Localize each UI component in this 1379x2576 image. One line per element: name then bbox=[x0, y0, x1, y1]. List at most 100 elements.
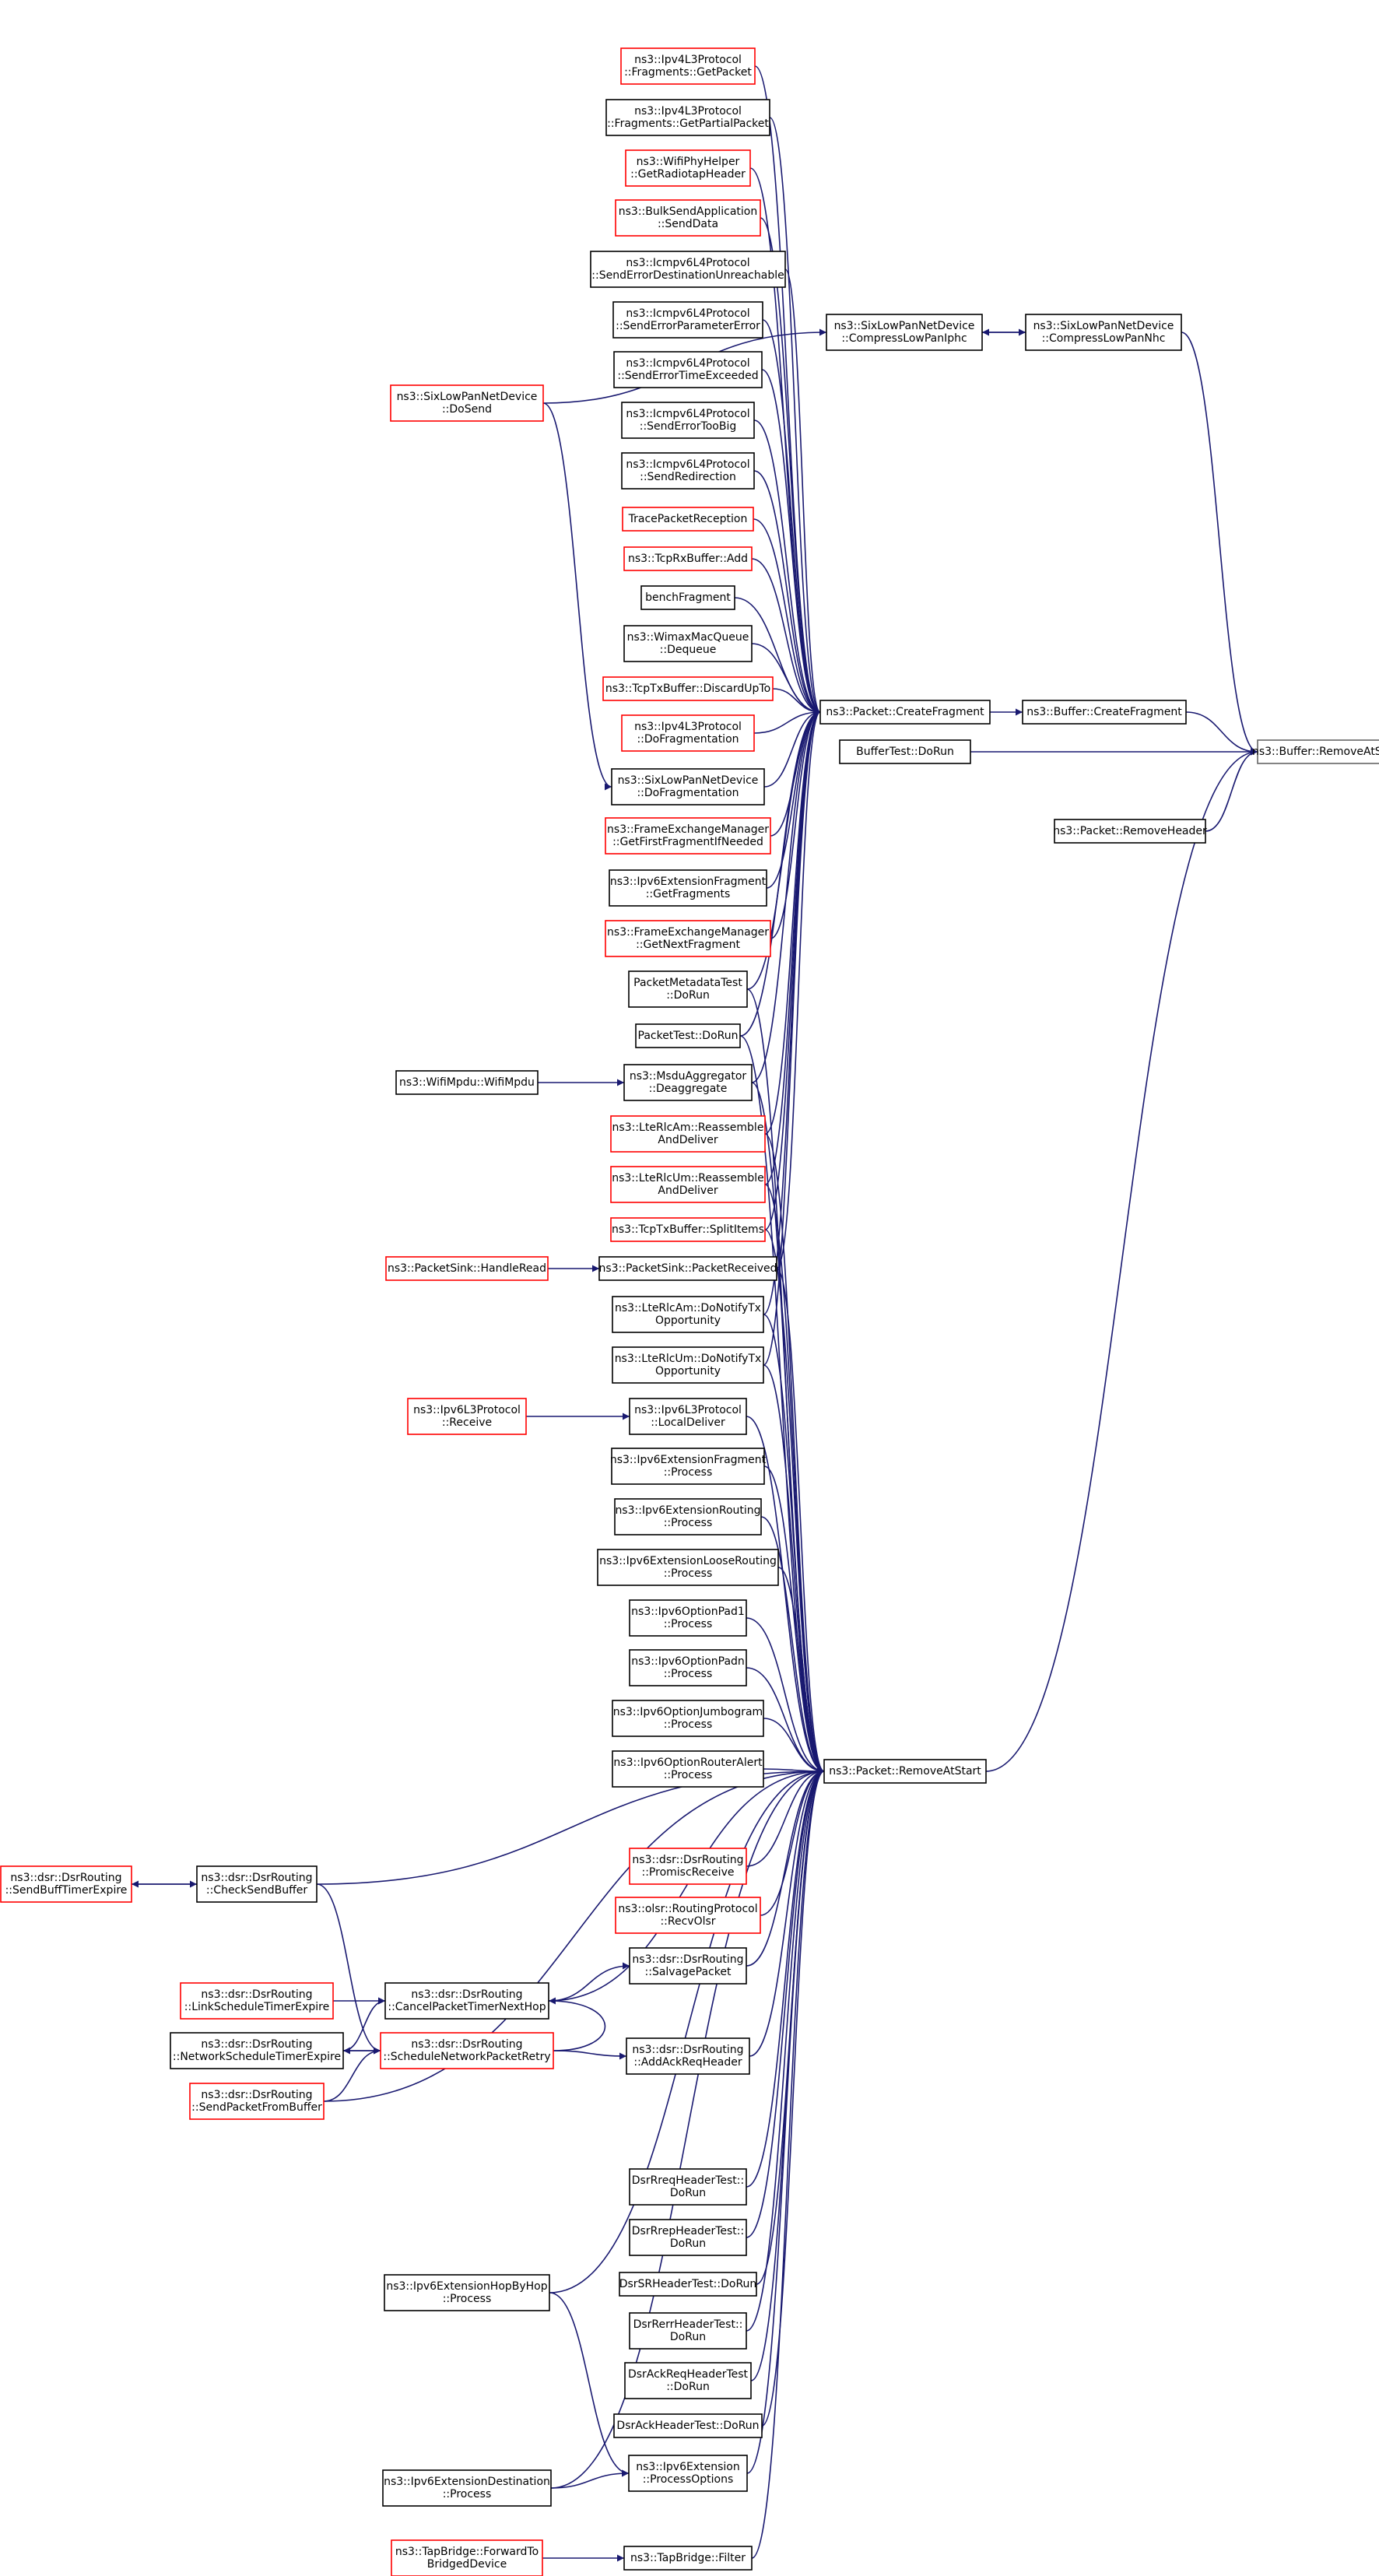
node-ra09[interactable]: ns3::dsr::DsrRouting::PromiscReceive bbox=[629, 1848, 747, 1885]
node-cf05[interactable]: ns3::Icmpv6L4Protocol::SendErrorDestinat… bbox=[590, 251, 786, 288]
node-compressIphc[interactable]: ns3::SixLowPanNetDevice::CompressLowPanI… bbox=[826, 314, 983, 351]
node-mix01[interactable]: PacketMetadataTest::DoRun bbox=[628, 970, 748, 1008]
node-ra01[interactable]: ns3::Ipv6L3Protocol::LocalDeliver bbox=[629, 1398, 747, 1435]
node-ra07[interactable]: ns3::Ipv6OptionJumbogram::Process bbox=[612, 1700, 764, 1737]
node-ra06[interactable]: ns3::Ipv6OptionPadn::Process bbox=[629, 1649, 747, 1686]
node-cf03[interactable]: ns3::WifiPhyHelper::GetRadiotapHeader bbox=[625, 149, 751, 187]
edge-hopByHop-to-ra19 bbox=[549, 2292, 630, 2477]
node-doSend[interactable]: ns3::SixLowPanNetDevice::DoSend bbox=[390, 384, 544, 422]
node-box bbox=[189, 2083, 325, 2120]
node-ra17[interactable]: DsrAckReqHeaderTest::DoRun bbox=[624, 2362, 752, 2399]
node-cf15[interactable]: ns3::Ipv4L3Protocol::DoFragmentation bbox=[621, 714, 755, 752]
node-label: ns3::TcpRxBuffer::Add bbox=[628, 553, 748, 565]
node-ra16[interactable]: DsrRerrHeaderTest::DoRun bbox=[629, 2312, 747, 2350]
node-mix03[interactable]: ns3::MsduAggregator::Deaggregate bbox=[623, 1064, 753, 1101]
node-label: DsrAckHeaderTest::DoRun bbox=[616, 2420, 759, 2432]
node-linkSchedule[interactable]: ns3::dsr::DsrRouting::LinkScheduleTimerE… bbox=[180, 1982, 334, 2020]
node-ra14[interactable]: DsrRrepHeaderTest::DoRun bbox=[629, 2219, 747, 2256]
node-cf13[interactable]: ns3::WimaxMacQueue::Dequeue bbox=[623, 625, 753, 662]
node-sendFromBuffer[interactable]: ns3::dsr::DsrRouting::SendPacketFromBuff… bbox=[189, 2083, 325, 2120]
node-label: ns3::dsr::DsrRouting bbox=[632, 2044, 743, 2056]
edge-ra11-to-pktRemoveAtStart bbox=[746, 1767, 825, 1967]
node-ra15[interactable]: DsrSRHeaderTest::DoRun bbox=[619, 2272, 757, 2297]
node-ra20[interactable]: ns3::TapBridge::Filter bbox=[623, 2546, 753, 2571]
edge-hopByHop-to-pktRemoveAtStart bbox=[549, 1767, 825, 2293]
node-bufferTestDoRun[interactable]: BufferTest::DoRun bbox=[839, 739, 971, 764]
node-label: ns3::Ipv6ExtensionFragment bbox=[610, 876, 767, 888]
node-ra03[interactable]: ns3::Ipv6ExtensionRouting::Process bbox=[614, 1498, 762, 1535]
node-ra02[interactable]: ns3::Ipv6ExtensionFragment::Process bbox=[610, 1448, 767, 1485]
node-ipv6Receive[interactable]: ns3::Ipv6L3Protocol::Receive bbox=[407, 1398, 527, 1435]
node-pktRemoveAtStart[interactable]: ns3::Packet::RemoveAtStart bbox=[823, 1759, 987, 1784]
node-label: BufferTest::DoRun bbox=[856, 746, 954, 758]
node-box bbox=[0, 1865, 132, 1903]
node-pktCreateFrag[interactable]: ns3::Packet::CreateFragment bbox=[819, 700, 991, 725]
node-label: Opportunity bbox=[655, 1314, 721, 1327]
node-box bbox=[628, 2455, 748, 2492]
node-compressNhc[interactable]: ns3::SixLowPanNetDevice::CompressLowPanN… bbox=[1025, 314, 1182, 351]
node-cf04[interactable]: ns3::BulkSendApplication::SendData bbox=[615, 199, 761, 237]
node-ra13[interactable]: DsrRreqHeaderTest::DoRun bbox=[629, 2168, 747, 2206]
node-box bbox=[623, 546, 753, 571]
edge-ra20-to-pktRemoveAtStart bbox=[751, 1767, 825, 2559]
node-ra18[interactable]: DsrAckHeaderTest::DoRun bbox=[613, 2413, 763, 2438]
node-cf09[interactable]: ns3::Icmpv6L4Protocol::SendRedirection bbox=[621, 452, 755, 490]
node-ra12[interactable]: ns3::dsr::DsrRouting::AddAckReqHeader bbox=[626, 2037, 750, 2075]
node-cf08[interactable]: ns3::Icmpv6L4Protocol::SendErrorTooBig bbox=[621, 402, 755, 439]
node-sendBuffTimer[interactable]: ns3::dsr::DsrRouting::SendBuffTimerExpir… bbox=[0, 1865, 132, 1903]
node-cf17[interactable]: ns3::FrameExchangeManager::GetFirstFragm… bbox=[605, 817, 771, 855]
node-wifiMpdu[interactable]: ns3::WifiMpdu::WifiMpdu bbox=[395, 1070, 539, 1095]
node-cf11[interactable]: ns3::TcpRxBuffer::Add bbox=[623, 546, 753, 571]
node-label: PacketMetadataTest bbox=[633, 977, 742, 989]
node-ra05[interactable]: ns3::Ipv6OptionPad1::Process bbox=[629, 1599, 747, 1637]
edge-cf10-to-pktCreateFrag bbox=[753, 518, 821, 716]
node-focus[interactable]: ns3::Buffer::RemoveAtStart bbox=[1252, 739, 1379, 764]
node-box bbox=[407, 1398, 527, 1435]
node-box bbox=[839, 739, 971, 764]
node-destProcess[interactable]: ns3::Ipv6ExtensionDestination::Process bbox=[382, 2469, 552, 2507]
node-handleRead[interactable]: ns3::PacketSink::HandleRead bbox=[385, 1256, 549, 1281]
node-cf18[interactable]: ns3::Ipv6ExtensionFragment::GetFragments bbox=[609, 869, 767, 907]
node-cf12[interactable]: benchFragment bbox=[640, 585, 735, 610]
node-cf16[interactable]: ns3::SixLowPanNetDevice::DoFragmentation bbox=[611, 768, 765, 805]
node-schedRetry[interactable]: ns3::dsr::DsrRouting::ScheduleNetworkPac… bbox=[380, 2032, 554, 2069]
edge-doSend-to-cf16 bbox=[542, 402, 612, 791]
node-cf19[interactable]: ns3::FrameExchangeManager::GetNextFragme… bbox=[605, 920, 771, 957]
node-cf02[interactable]: ns3::Ipv4L3Protocol::Fragments::GetParti… bbox=[605, 99, 770, 136]
node-cf14[interactable]: ns3::TcpTxBuffer::DiscardUpTo bbox=[602, 676, 774, 701]
node-label: ::Process bbox=[443, 2488, 492, 2501]
node-ra19[interactable]: ns3::Ipv6Extension::ProcessOptions bbox=[628, 2455, 748, 2492]
node-netSchedule[interactable]: ns3::dsr::DsrRouting::NetworkScheduleTim… bbox=[170, 2032, 344, 2069]
node-box bbox=[615, 199, 761, 237]
edge-bufCreateFrag-to-focus bbox=[1185, 711, 1258, 756]
node-ra08[interactable]: ns3::Ipv6OptionRouterAlert::Process bbox=[612, 1750, 764, 1788]
node-ra10[interactable]: ns3::olsr::RoutingProtocol::RecvOlsr bbox=[615, 1897, 761, 1934]
node-box bbox=[1054, 819, 1206, 844]
node-cancelTimer[interactable]: ns3::dsr::DsrRouting::CancelPacketTimerN… bbox=[384, 1982, 549, 2020]
node-cf07[interactable]: ns3::Icmpv6L4Protocol::SendErrorTimeExce… bbox=[613, 351, 763, 388]
node-cf10[interactable]: TracePacketReception bbox=[622, 507, 754, 532]
node-cf01[interactable]: ns3::Ipv4L3Protocol::Fragments::GetPacke… bbox=[620, 47, 756, 85]
node-ra04[interactable]: ns3::Ipv6ExtensionLooseRouting::Process bbox=[597, 1549, 779, 1586]
node-cf06[interactable]: ns3::Icmpv6L4Protocol::SendErrorParamete… bbox=[612, 301, 763, 339]
node-ra11[interactable]: ns3::dsr::DsrRouting::SalvagePacket bbox=[629, 1947, 747, 1985]
node-hopByHop[interactable]: ns3::Ipv6ExtensionHopByHop::Process bbox=[384, 2274, 550, 2311]
node-box bbox=[623, 1064, 753, 1101]
node-label: ::Deaggregate bbox=[649, 1083, 728, 1095]
edge-schedRetry-to-cancelTimer bbox=[548, 1997, 606, 2051]
node-checkSendBuffer[interactable]: ns3::dsr::DsrRouting::CheckSendBuffer bbox=[196, 1865, 318, 1903]
node-label: ns3::PacketSink::HandleRead bbox=[388, 1262, 546, 1275]
node-mix06[interactable]: ns3::TcpTxBuffer::SplitItems bbox=[610, 1217, 766, 1242]
node-pktRemoveHeader[interactable]: ns3::Packet::RemoveHeader bbox=[1053, 819, 1207, 844]
node-mix07[interactable]: ns3::PacketSink::PacketReceived bbox=[598, 1256, 777, 1281]
node-mix02[interactable]: PacketTest::DoRun bbox=[635, 1023, 741, 1048]
node-box bbox=[590, 251, 786, 288]
node-box bbox=[623, 2546, 753, 2571]
node-bufCreateFrag[interactable]: ns3::Buffer::CreateFragment bbox=[1022, 700, 1187, 725]
